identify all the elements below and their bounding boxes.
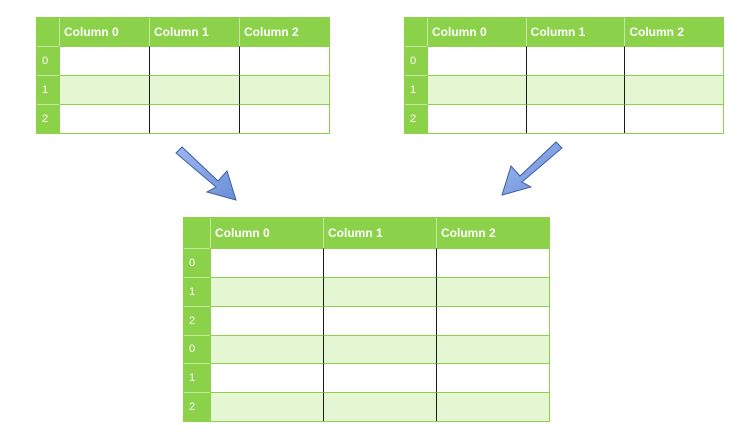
column-header: Column 2	[624, 18, 723, 46]
table-cell	[210, 363, 323, 393]
table-cell	[59, 46, 149, 75]
table-cell	[239, 75, 329, 104]
table-cell	[149, 104, 239, 133]
arrow-left-to-merged	[175, 146, 237, 201]
row-index: 2	[405, 104, 427, 133]
table-cell	[239, 46, 329, 75]
column-header: Column 2	[239, 18, 329, 46]
column-header: Column 0	[59, 18, 149, 46]
table-cell	[427, 75, 526, 104]
table-cell	[436, 334, 549, 364]
column-header: Column 1	[525, 18, 625, 46]
table-cell	[436, 392, 549, 421]
table-cell	[624, 104, 723, 133]
table-cell	[323, 248, 436, 277]
row-index: 0	[405, 46, 427, 75]
table-cell	[59, 104, 149, 133]
column-header: Column 2	[436, 218, 549, 248]
table-cell	[210, 334, 323, 364]
table-cell	[323, 392, 436, 421]
table-cell	[323, 363, 436, 393]
table-cell	[59, 75, 149, 104]
table-cell	[323, 305, 436, 335]
table-cell	[149, 46, 239, 75]
column-header: Column 1	[323, 218, 436, 248]
column-header: Column 0	[210, 218, 323, 248]
table-cell	[525, 46, 625, 75]
table-corner	[37, 18, 59, 46]
row-index: 1	[405, 75, 427, 104]
table-cell	[210, 392, 323, 421]
table-cell	[525, 104, 625, 133]
table-cell	[323, 276, 436, 306]
column-header: Column 0	[427, 18, 526, 46]
row-index: 2	[37, 104, 59, 133]
table-cell	[427, 46, 526, 75]
column-header: Column 1	[149, 18, 239, 46]
table-cell	[436, 363, 549, 393]
row-index: 1	[37, 75, 59, 104]
row-index: 2	[184, 305, 210, 335]
row-index: 0	[184, 248, 210, 277]
table-cell	[149, 75, 239, 104]
table-cell	[239, 104, 329, 133]
row-index: 0	[37, 46, 59, 75]
table-cell	[436, 276, 549, 306]
row-index: 1	[184, 363, 210, 393]
table-cell	[436, 305, 549, 335]
table-cell	[624, 75, 723, 104]
table-cell	[210, 305, 323, 335]
table-cell	[323, 334, 436, 364]
table-cell	[436, 248, 549, 277]
arrow-right-to-merged	[501, 141, 563, 196]
table-cell	[210, 276, 323, 306]
table-cell	[624, 46, 723, 75]
table-corner	[184, 218, 210, 248]
table-cell	[210, 248, 323, 277]
row-index: 2	[184, 392, 210, 421]
table-corner	[405, 18, 427, 46]
row-index: 0	[184, 334, 210, 364]
table-cell	[427, 104, 526, 133]
table-cell	[525, 75, 625, 104]
row-index: 1	[184, 276, 210, 306]
